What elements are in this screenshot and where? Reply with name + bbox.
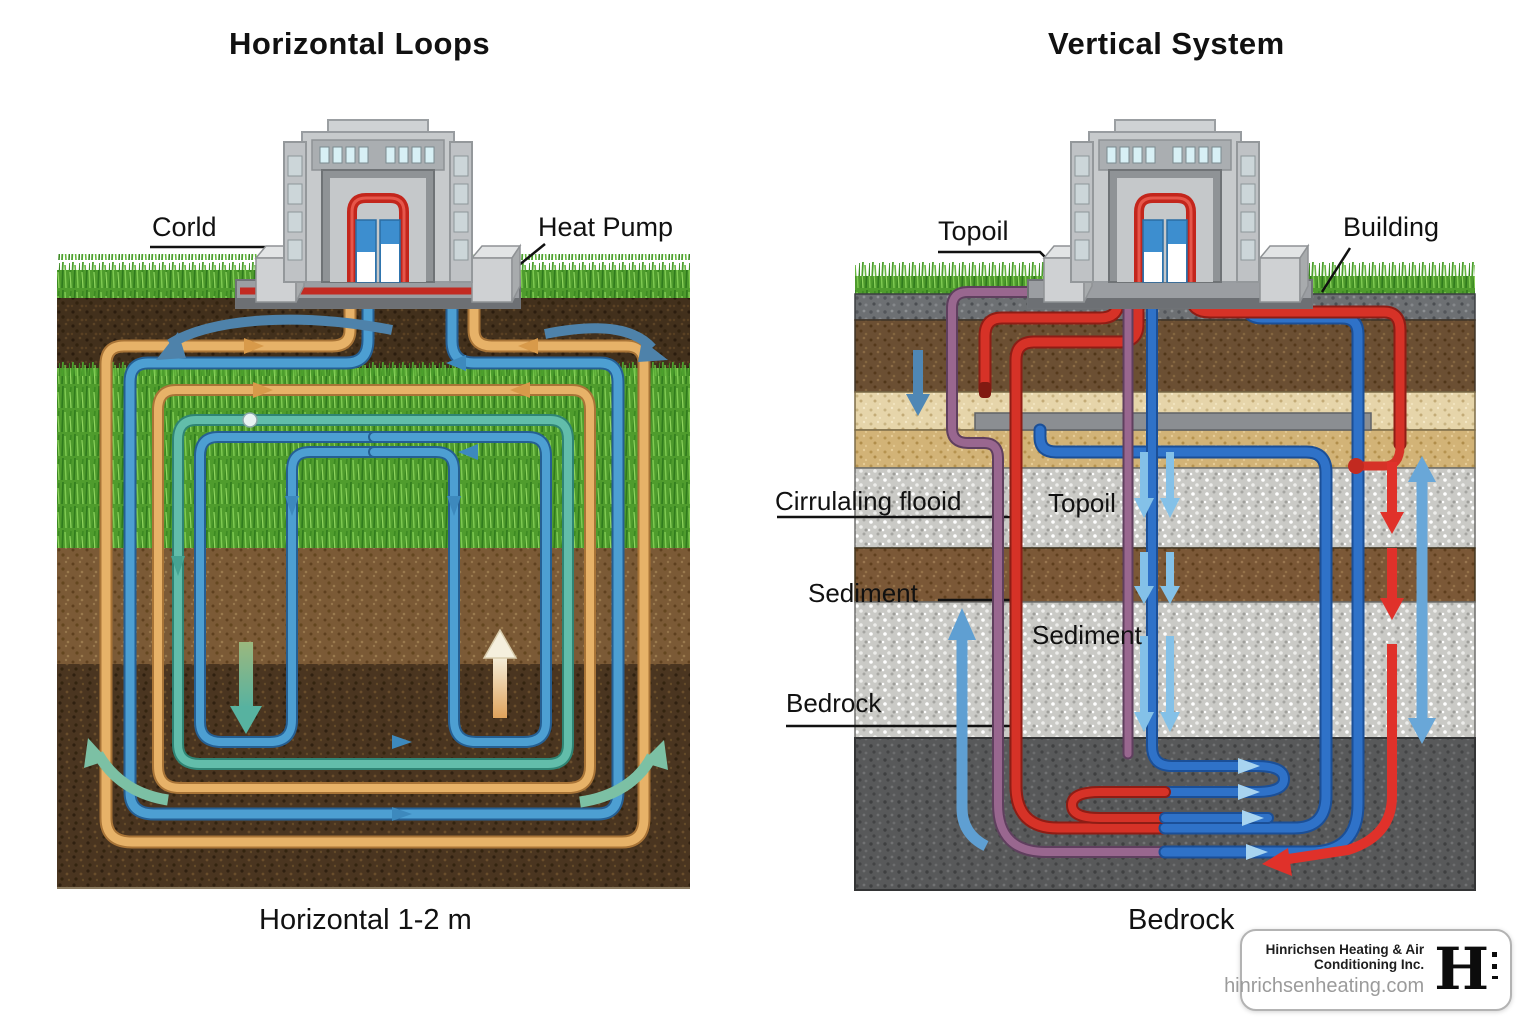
serpentine-arrowheads [1238,758,1268,860]
underground-slab [974,412,1372,431]
left-pipe-arrowheads [171,338,538,821]
watermark-card: Hinrichsen Heating & Air Conditioning In… [1224,929,1512,1011]
label-circulating-fluid: Cirrulaling flooid [775,486,962,516]
up-arrow-head [482,628,518,659]
teal-pipe-ball [242,412,258,428]
up-arrow-shaft [493,654,507,718]
label-bedrock: Bedrock [786,688,882,718]
down-arrow-head [230,706,262,734]
red-pipe-cap [979,382,991,398]
label-building: Building [1343,212,1440,242]
right-panel-caption: Bedrock [1128,904,1235,936]
watermark-text: Hinrichsen Heating & Air Conditioning In… [1224,942,1424,998]
left-panel-caption: Horizontal 1-2 m [259,904,472,936]
surface-arrow-right [544,323,656,352]
right-building [1027,120,1313,309]
right-heat-pump-box [471,245,521,303]
company-website: hinrichsenheating.com [1224,975,1425,998]
down-arrow-shaft [239,642,253,708]
cold-flow-small-arrows [1140,452,1174,714]
hot-down-arrows [1281,462,1397,865]
left-building [235,120,521,309]
red-junction-dot [1348,458,1364,474]
company-name-line2: Conditioning Inc. [1313,957,1425,973]
surface-arrow-left [167,314,393,349]
warm-up-arrow [956,636,989,851]
label-sediment-lower: Sediment [1032,620,1142,650]
label-cord: Corld [152,212,217,242]
building-leader-line [1320,247,1352,293]
right-flow-arrows [906,350,1436,876]
label-sediment-upper: Sediment [808,578,918,608]
left-flow-arrows [84,314,668,808]
label-heat-pump: Heat Pump [538,212,674,242]
logo-marks-icon [1492,952,1498,980]
label-topoil-surface: Topoil [938,216,1009,246]
company-name-line1: Hinrichsen Heating & Air [1265,942,1425,958]
left-pipes [99,277,651,849]
logo-letter: H [1434,935,1489,1004]
right-unit-box [1259,245,1309,303]
left-panel-title: Horizontal Loops [229,26,491,61]
label-topoil-layer: Topoil [1048,488,1116,518]
right-panel-title: Vertical System [1048,26,1285,61]
company-logo: H [1434,935,1498,1004]
